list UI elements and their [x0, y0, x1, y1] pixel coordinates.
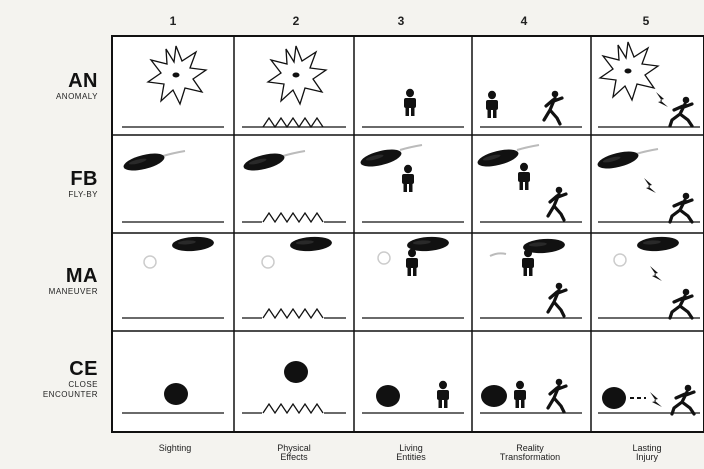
- object-icon: [284, 361, 308, 383]
- object-icon: [164, 383, 188, 405]
- object-icon: [481, 385, 507, 407]
- object-icon: [376, 385, 400, 407]
- object-icon: [602, 387, 626, 409]
